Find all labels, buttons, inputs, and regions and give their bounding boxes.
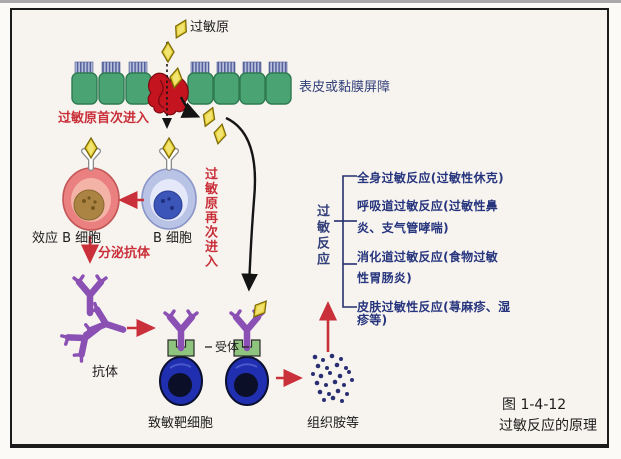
b-cell (141, 168, 197, 230)
barrier-row (71, 61, 292, 116)
reaction-bracket (334, 175, 357, 308)
histamine-dots-icon (311, 353, 354, 403)
epithelial-cells (71, 72, 292, 105)
allergen-diamond-inside-1 (199, 104, 219, 130)
target-cell-2 (225, 356, 269, 406)
secrete-antibody-label: 分泌抗体 (98, 246, 151, 261)
antibody-cluster (60, 276, 128, 362)
target-cell-1 (159, 356, 203, 406)
b-cell-label: B 细胞 (153, 231, 193, 246)
first-entry-label: 过敏原首次进入 (58, 111, 150, 126)
reaction-item-digestive-line1: 消化道过敏反应(食物过敏 (357, 250, 499, 264)
allergen-label: 过敏原 (190, 20, 230, 35)
reaction-item-systemic: 全身过敏反应(过敏性休克) (357, 171, 504, 185)
receptor-label: 受体 (215, 340, 240, 354)
page-edge (0, 0, 621, 3)
sensitized-target-cell-label: 致敏靶细胞 (148, 416, 214, 431)
barrier-label: 表皮或黏膜屏障 (299, 80, 391, 95)
reaction-item-respiratory-line1: 呼吸道过敏反应(过敏性鼻 (357, 199, 499, 213)
histamine-label: 组织胺等 (307, 416, 360, 431)
allergen-icon (170, 16, 192, 42)
entry-curved-arrow (179, 96, 201, 118)
reaction-item-skin-line2: 疹等) (357, 313, 388, 327)
reaction-item-respiratory-line2: 炎、支气管哮喘) (357, 221, 449, 235)
antibody-label: 抗体 (92, 365, 119, 380)
figure-caption-number: 图 1-4-12 (502, 397, 567, 413)
reaction-item-skin-line1: 皮肤过敏性反应(荨麻疹、湿 (357, 300, 511, 314)
cilia-icons (74, 61, 288, 74)
allergic-reaction-label: 过敏反应 (314, 204, 329, 268)
allergen-diamond-falling (161, 41, 175, 63)
re-entry-label: 过敏原再次进入 (202, 167, 217, 269)
figure-caption-title: 过敏反应的原理 (499, 418, 597, 434)
effector-b-cell-label: 效应 B 细胞 (32, 231, 102, 246)
effector-b-cell (62, 167, 120, 231)
reaction-item-digestive-line2: 性胃肠炎) (357, 271, 412, 285)
damaged-cell-notch (157, 79, 165, 109)
allergen-diamond-inside-2 (211, 122, 229, 146)
re-entry-arrow (225, 116, 258, 292)
